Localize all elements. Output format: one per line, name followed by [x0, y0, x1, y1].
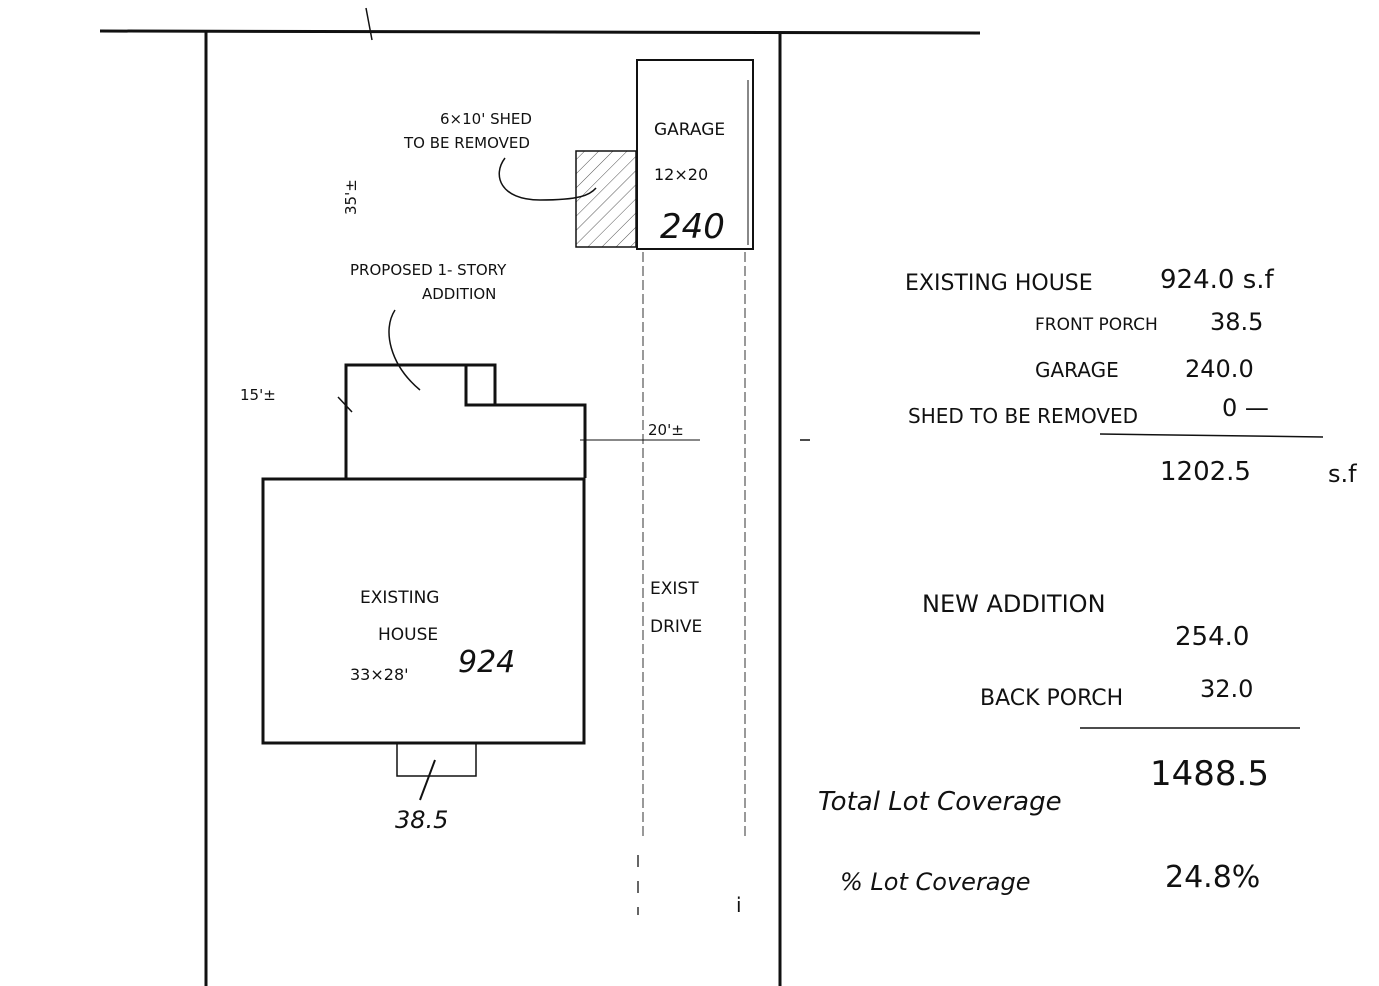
- garage-label: GARAGE: [654, 120, 725, 140]
- existing-house-value: 924.0 s.f: [1160, 265, 1275, 295]
- addition-label-line1: PROPOSED 1- STORY: [350, 261, 507, 279]
- garage: GARAGE 12×20 240: [636, 59, 754, 250]
- front-porch-label: FRONT PORCH: [1035, 315, 1158, 335]
- setback-right: 20'±: [648, 421, 684, 439]
- addition-label-line2: ADDITION: [422, 285, 496, 303]
- house-dims: 33×28': [350, 665, 409, 684]
- house-label-line2: HOUSE: [378, 625, 438, 645]
- existing-house: EXISTING HOUSE 33×28' 924: [261, 477, 586, 745]
- garage-dims: 12×20: [654, 165, 708, 184]
- existing-driveway: EXIST DRIVE i: [637, 252, 746, 917]
- coverage-calculation: EXISTING HOUSE 924.0 s.f FRONT PORCH 38.…: [818, 265, 1357, 896]
- subtotal-value: 1202.5: [1160, 457, 1251, 487]
- setback-left: 15'±: [240, 386, 276, 404]
- house-area: 924: [458, 645, 515, 680]
- back-porch-label: BACK PORCH: [980, 686, 1123, 711]
- front-porch: 38.5: [395, 743, 477, 834]
- existing-house-label: EXISTING HOUSE: [905, 271, 1093, 296]
- proposed-addition: PROPOSED 1- STORY ADDITION 15'± 20'±: [240, 261, 700, 478]
- new-addition-label: NEW ADDITION: [922, 590, 1106, 618]
- subtotal-unit: s.f: [1328, 460, 1357, 488]
- drive-mark: i: [736, 893, 742, 917]
- shed-label-line2: TO BE REMOVED: [403, 134, 530, 152]
- property-lines: [99, 7, 981, 986]
- total-coverage-value: 1488.5: [1150, 754, 1269, 794]
- shed: 6×10' SHED TO BE REMOVED: [403, 110, 637, 248]
- drive-label-line1: EXIST: [650, 579, 699, 599]
- garage-area: 240: [660, 207, 725, 247]
- garage-calc-value: 240.0: [1185, 355, 1254, 383]
- setback-top: 35'±: [342, 179, 360, 215]
- front-porch-value: 38.5: [1210, 308, 1263, 336]
- percent-coverage-label: % Lot Coverage: [840, 868, 1031, 896]
- new-addition-value: 254.0: [1175, 622, 1249, 652]
- percent-coverage-value: 24.8%: [1165, 860, 1260, 895]
- garage-calc-label: GARAGE: [1035, 358, 1119, 382]
- total-coverage-label: Total Lot Coverage: [818, 787, 1062, 817]
- shed-calc-label: SHED TO BE REMOVED: [908, 404, 1138, 428]
- drive-label-line2: DRIVE: [650, 617, 702, 637]
- back-porch-value: 32.0: [1200, 675, 1253, 703]
- house-label-line1: EXISTING: [360, 588, 439, 608]
- porch-area: 38.5: [395, 806, 448, 834]
- shed-calc-value: 0 —: [1222, 394, 1269, 422]
- shed-label-line1: 6×10' SHED: [440, 110, 532, 128]
